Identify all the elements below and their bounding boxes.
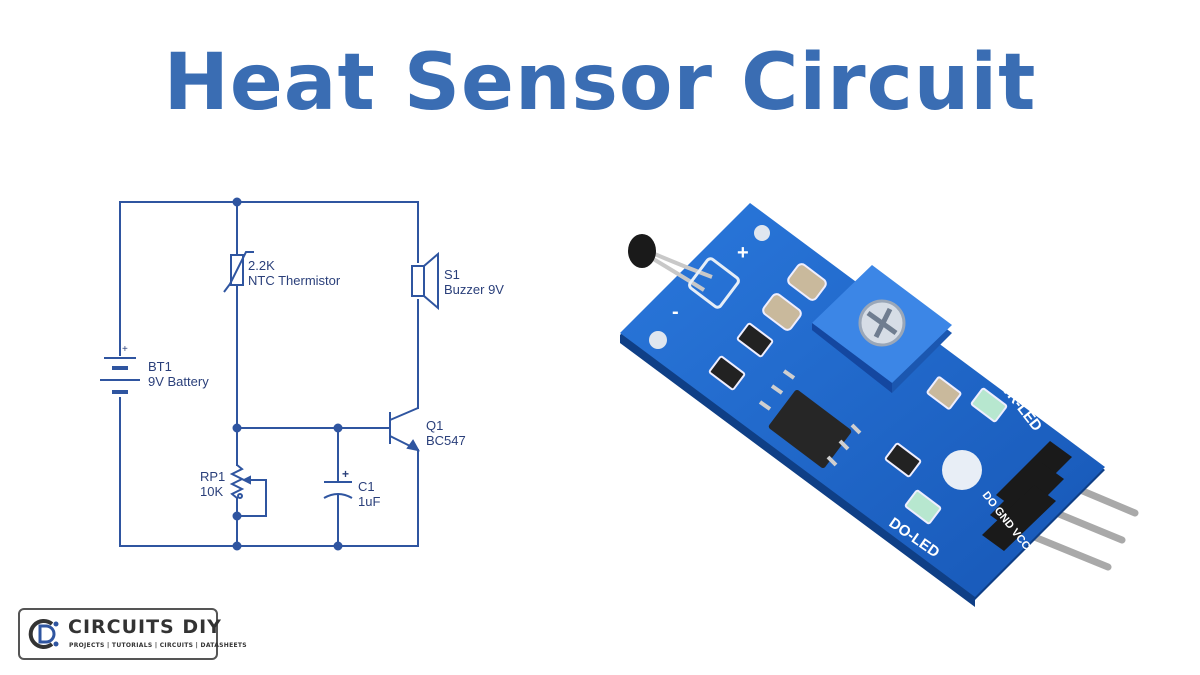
page-title: Heat Sensor Circuit [163,38,1037,128]
smd-components [708,263,1008,525]
thermistor-probe [628,234,713,292]
pcb-minus-label: - [672,301,679,323]
sensor-module-image: + - PWR-LED D [620,203,1139,607]
capacitor-symbol [323,481,353,499]
cap-plus: + [342,467,349,481]
schematic-wires [119,201,419,547]
junction-dots [232,197,343,551]
transistor-symbol [389,407,420,452]
junction-dot [232,197,242,207]
comparator-ic [758,369,862,469]
cap-value: 1uF [358,494,380,509]
thermistor-symbol [223,251,254,293]
transistor-value: BC547 [426,433,466,448]
trimmer-potentiometer [812,265,952,393]
thermistor-ref: 2.2K [248,258,275,273]
junction-dot [232,423,242,433]
pot-value: 10K [200,484,223,499]
thermistor-value: NTC Thermistor [248,273,341,288]
battery-plus: + [122,344,128,355]
logo-name: CIRCUITS DIY [68,616,222,638]
logo-mark-icon [28,619,59,649]
buzzer-value: Buzzer 9V [444,282,504,297]
battery-ref: BT1 [148,359,172,374]
pcb-board [620,203,1105,597]
buzzer-ref: S1 [444,267,460,282]
junction-dot [232,511,242,521]
junction-dot [333,423,343,433]
junction-dot [232,541,242,551]
brand-logo[interactable]: CIRCUITS DIY PROJECTS | TUTORIALS | CIRC… [18,608,247,660]
mounting-hole-center [942,450,982,490]
battery-symbol [100,357,140,394]
buzzer-symbol [411,251,439,311]
mounting-hole-left [649,331,667,349]
potentiometer-symbol [229,464,251,499]
mounting-hole-top [754,225,770,241]
pcb-plus-label: + [737,242,749,264]
thermistor-pad [688,257,740,309]
pin-header [982,441,1072,551]
cap-ref: C1 [358,479,375,494]
pot-ref: RP1 [200,469,225,484]
junction-dot [333,541,343,551]
logo-tagline: PROJECTS | TUTORIALS | CIRCUITS | DATASH… [69,642,247,649]
circuit-schematic: + BT1 9V Battery 2.2K NTC Thermistor S1 … [100,197,504,551]
transistor-ref: Q1 [426,418,443,433]
battery-value: 9V Battery [148,374,209,389]
wire-pot-wiper [236,479,267,517]
